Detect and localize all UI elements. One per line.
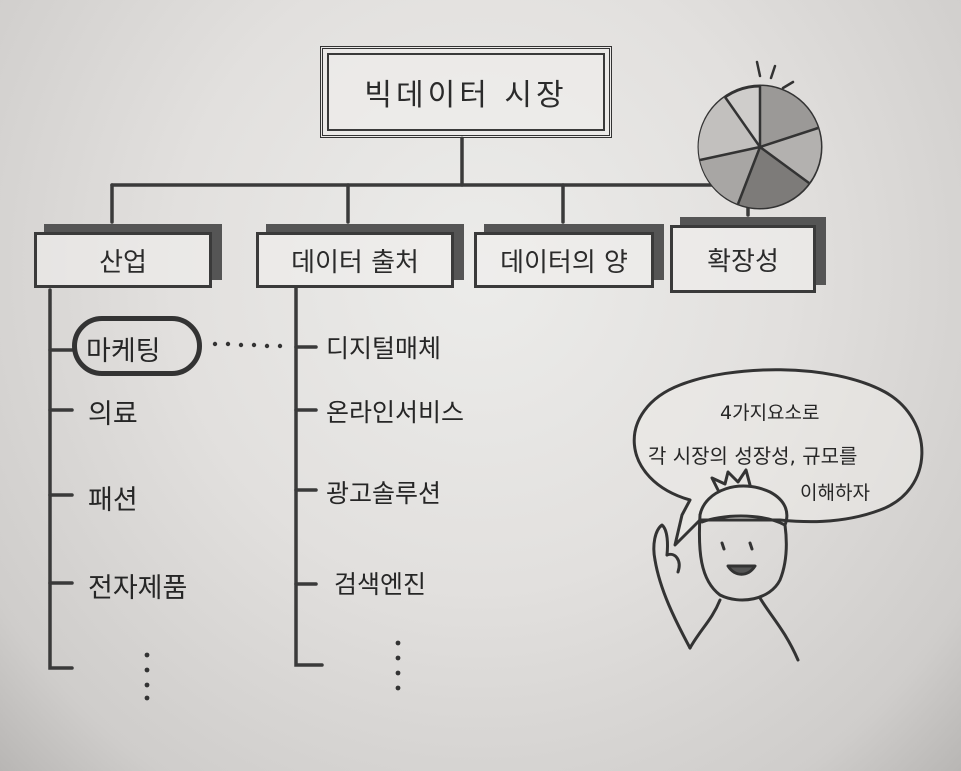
root-node: 빅데이터 시장 <box>320 46 612 138</box>
category-data-volume: 데이터의 양 <box>474 232 654 288</box>
character-illustration <box>652 468 800 662</box>
category-label: 데이터의 양 <box>500 247 628 278</box>
source-item: 검색엔진 <box>334 570 427 599</box>
source-branch-line <box>294 286 324 667</box>
industry-more-dots <box>144 652 150 701</box>
bubble-line-3: 이해하자 <box>800 482 870 504</box>
source-item: 온라인서비스 <box>326 398 465 427</box>
industry-item: 패션 <box>88 485 138 516</box>
dotted-link <box>212 341 283 349</box>
pie-chart-icon <box>697 60 823 210</box>
category-data-source: 데이터 출처 <box>256 232 454 288</box>
industry-item: 마케팅 <box>86 336 161 367</box>
industry-item: 전자제품 <box>88 573 188 604</box>
industry-item: 의료 <box>88 399 138 430</box>
source-item: 디지털매체 <box>326 334 442 363</box>
source-more-dots <box>395 640 401 691</box>
category-label: 확장성 <box>707 246 779 277</box>
highlight-circle <box>72 316 202 376</box>
root-label: 빅데이터 시장 <box>364 78 568 113</box>
category-label: 데이터 출처 <box>291 247 419 278</box>
category-label: 산업 <box>99 247 147 278</box>
bubble-line-1: 4가지요소로 <box>720 402 820 424</box>
bubble-line-2: 각 시장의 성장성, 규모를 <box>648 444 858 468</box>
category-industry: 산업 <box>34 232 212 288</box>
source-item: 광고솔루션 <box>326 479 442 508</box>
industry-branch-line <box>48 288 74 670</box>
category-scalability: 확장성 <box>670 225 816 293</box>
